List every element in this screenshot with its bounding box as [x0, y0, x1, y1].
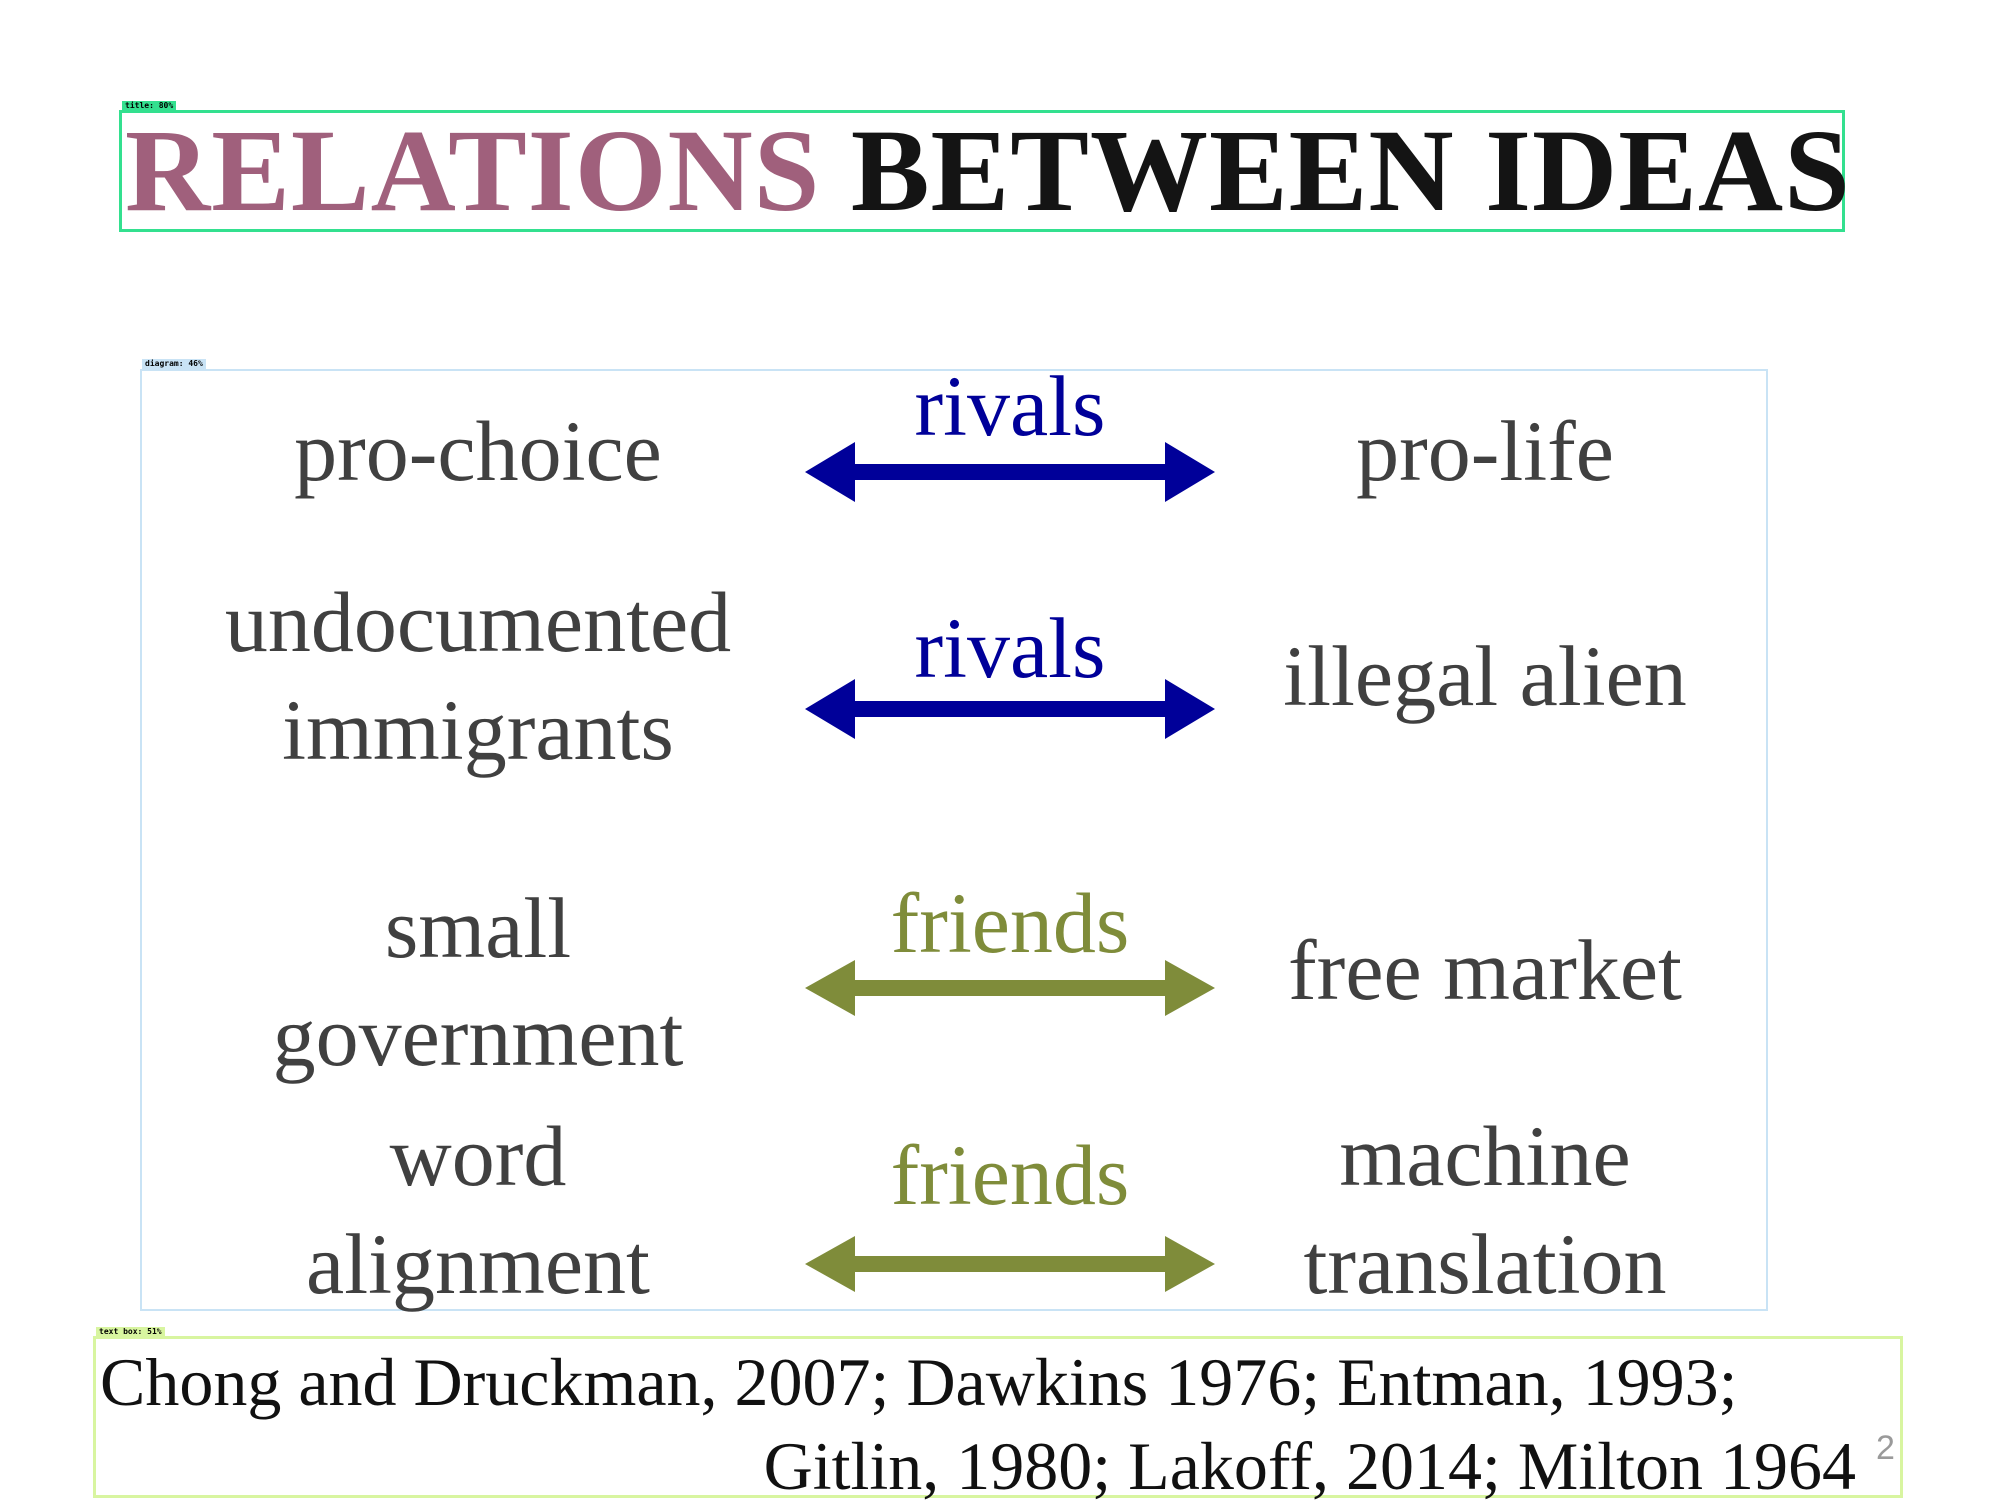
relation-3-double-arrow: [805, 960, 1215, 1016]
textbox-detection-tag: text box: 51%: [96, 1327, 165, 1337]
relation-4-double-arrow: [805, 1236, 1215, 1292]
title-rest: BETWEEN IDEAS: [850, 105, 1851, 236]
relation-1-right-term: pro-life: [1205, 397, 1765, 505]
title-accent-word: RELATIONS: [125, 105, 821, 236]
relation-4-left-line-2: alignment: [306, 1216, 650, 1312]
relation-3-arrow-shape: [805, 960, 1215, 1016]
relation-4-left-line-1: word: [389, 1108, 567, 1204]
citation-text-box: Chong and Druckman, 2007; Dawkins 1976; …: [96, 1340, 1856, 1508]
relation-3-label: friends: [890, 875, 1130, 971]
relation-4-right-term: machine translation: [1205, 1102, 1765, 1318]
relation-4-right-line-2: translation: [1303, 1216, 1667, 1312]
page-number: 2: [1876, 1429, 1895, 1467]
relation-2-left-line-1: undocumented: [224, 574, 732, 670]
diagram-detection-box: diagram: 46%: [140, 359, 1768, 1311]
relation-1-label: rivals: [914, 358, 1106, 454]
relation-1-double-arrow: [805, 442, 1215, 502]
textbox-detection-box: text box: 51%: [93, 1327, 1903, 1498]
citation-line-2: Gitlin, 1980; Lakoff, 2014; Milton 1964: [763, 1428, 1856, 1504]
relation-2-right-line-1: illegal alien: [1283, 628, 1687, 724]
relation-2-left-term: undocumented immigrants: [168, 568, 788, 784]
relation-1-arrow-shape: [805, 442, 1215, 502]
relation-2-arrow-shape: [805, 679, 1215, 739]
diagram-detection-tag: diagram: 46%: [142, 359, 206, 369]
relation-2-left-line-2: immigrants: [282, 682, 674, 778]
relation-3-left-line-2: government: [272, 988, 684, 1084]
citation-line-1: Chong and Druckman, 2007; Dawkins 1976; …: [100, 1344, 1738, 1420]
relation-3-right-line-1: free market: [1288, 922, 1682, 1018]
slide-title: RELATIONS BETWEEN IDEAS: [125, 110, 1850, 232]
relation-3-left-term: small government: [168, 874, 788, 1090]
relation-1-left-line-1: pro-choice: [294, 403, 662, 499]
relation-1-left-term: pro-choice: [168, 397, 788, 505]
relation-3-right-term: free market: [1205, 916, 1765, 1024]
relation-4-arrow-shape: [805, 1236, 1215, 1292]
relation-3-left-line-1: small: [384, 880, 572, 976]
relation-1-right-line-1: pro-life: [1356, 403, 1614, 499]
relation-4-right-line-1: machine: [1339, 1108, 1631, 1204]
relation-4-left-term: word alignment: [168, 1102, 788, 1318]
relation-2-right-term: illegal alien: [1205, 622, 1765, 730]
title-detection-tag: title: 80%: [122, 101, 177, 111]
title-detection-box: title: 80%: [119, 101, 1845, 232]
relation-4-label: friends: [890, 1127, 1130, 1223]
relation-2-label: rivals: [914, 600, 1106, 696]
relation-2-double-arrow: [805, 679, 1215, 739]
